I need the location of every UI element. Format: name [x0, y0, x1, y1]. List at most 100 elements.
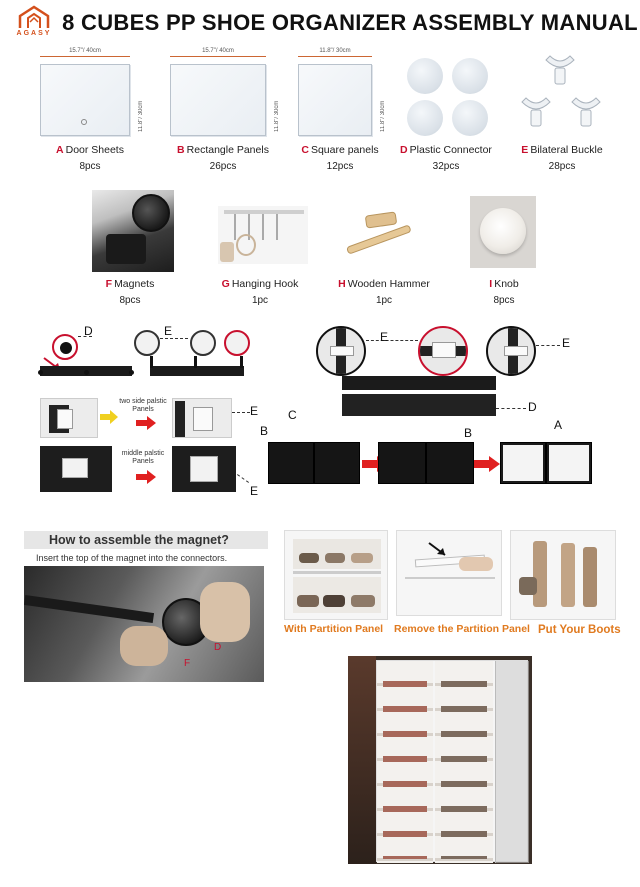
- middle-panel-photo: [40, 446, 112, 492]
- callout-e: E: [562, 336, 571, 350]
- connector-disc: [407, 100, 443, 136]
- partition-caption-2: Remove the Partition Panel: [394, 623, 530, 635]
- panel-black-bar: [342, 376, 496, 390]
- callout-d: D: [214, 642, 222, 653]
- partition-photo-3: [510, 530, 616, 620]
- square-panel: [298, 64, 372, 136]
- buckle-icon: [521, 97, 551, 127]
- boot: [533, 541, 547, 607]
- magnet-heading: How to assemble the magnet?: [24, 531, 268, 549]
- magnet-assembly-photo: D F: [24, 566, 264, 682]
- partition-photo-2: [396, 530, 502, 616]
- dimension-line: [170, 56, 266, 57]
- zoom-circle: [224, 330, 250, 356]
- dimension-width-label: 15.7"/ 40cm: [69, 48, 101, 54]
- callout-f: F: [184, 658, 191, 669]
- partition-caption-1: With Partition Panel: [284, 623, 384, 635]
- cube-black: [378, 442, 426, 484]
- door-sheet-panel: [40, 64, 130, 136]
- hook-bar: [224, 210, 304, 214]
- rectangle-panel: [170, 64, 266, 136]
- part-f-qty: 8pcs: [119, 295, 141, 306]
- door-panel: [495, 661, 529, 863]
- house-logo-icon: [18, 5, 50, 28]
- part-c-qty: 12pcs: [326, 161, 354, 172]
- wooden-hammer-icon: [346, 211, 411, 254]
- part-d-qty: 32pcs: [432, 161, 460, 172]
- boot: [561, 543, 575, 607]
- hand: [200, 582, 250, 642]
- side-panel-photo: [172, 398, 232, 438]
- callout-e: E: [164, 324, 173, 338]
- magnet-photo: [92, 190, 174, 272]
- part-a-qty: 8pcs: [79, 161, 101, 172]
- hand: [459, 557, 493, 571]
- partition-caption-3: Put Your Boots: [538, 624, 621, 636]
- part-e-qty: 28pcs: [548, 161, 576, 172]
- red-arrow-icon: [136, 470, 156, 484]
- connector-disc: [452, 58, 488, 94]
- boot: [583, 547, 597, 607]
- dimension-height-label: 11.8"/ 30cm: [380, 100, 386, 132]
- zoom-circle: [316, 326, 366, 376]
- hanging-hook-photo: [218, 206, 308, 264]
- cube-black: [426, 442, 474, 484]
- part-i-qty: 8pcs: [493, 295, 515, 306]
- zoom-circle: [486, 326, 536, 376]
- zoom-circle: [190, 330, 216, 356]
- red-arrow-icon: [136, 416, 156, 430]
- magnet-clip: [106, 234, 146, 264]
- panel-black-bar: [150, 366, 244, 376]
- brand-logo: AGASY: [12, 4, 56, 44]
- organizer-cabinet: [376, 660, 529, 863]
- connector-disc: [407, 58, 443, 94]
- dimension-line: [298, 56, 372, 57]
- dimension-height-label: 11.8"/ 30cm: [138, 100, 144, 132]
- cube-black: [546, 442, 592, 484]
- page-title: 8 CUBES PP SHOE ORGANIZER ASSEMBLY MANUA…: [62, 10, 638, 35]
- zoom-circle: [134, 330, 160, 356]
- two-side-label: two side palstic Panels: [119, 398, 167, 413]
- callout-e: E: [250, 404, 259, 418]
- callout-e: E: [250, 484, 259, 498]
- cube-black: [268, 442, 314, 484]
- part-h-qty: 1pc: [375, 295, 393, 306]
- buckle-icon: [545, 55, 575, 85]
- zoom-circle: [52, 334, 78, 360]
- part-g-qty: 1pc: [251, 295, 269, 306]
- magnet-instruction: Insert the top of the magnet into the co…: [36, 553, 228, 563]
- door-hole: [81, 119, 87, 125]
- hand: [120, 626, 168, 666]
- part-b-qty: 26pcs: [209, 161, 237, 172]
- red-arrow-icon: [474, 456, 500, 472]
- arrow-icon: [428, 542, 446, 556]
- callout-d: D: [84, 324, 93, 338]
- side-panel-photo: [40, 398, 98, 438]
- middle-panel-photo: [172, 446, 236, 492]
- logo-text: AGASY: [16, 30, 52, 37]
- partition-photo-1: [284, 530, 388, 620]
- callout-e: E: [380, 330, 389, 344]
- magnet-disc: [132, 194, 170, 232]
- dimension-width-label: 15.7"/ 40cm: [202, 48, 234, 54]
- callout-a: A: [554, 418, 563, 432]
- zoom-circle: [418, 326, 468, 376]
- callout-b: B: [464, 426, 473, 440]
- callout-c: C: [288, 408, 297, 422]
- dimension-height-label: 11.8"/ 30cm: [274, 100, 280, 132]
- buckle-icon: [571, 97, 601, 127]
- callout-b: B: [260, 424, 269, 438]
- yellow-arrow-icon: [100, 410, 118, 424]
- panel-black-bar: [342, 394, 496, 416]
- final-organizer-photo: [348, 656, 532, 864]
- middle-label: middle palstic Panels: [121, 450, 165, 465]
